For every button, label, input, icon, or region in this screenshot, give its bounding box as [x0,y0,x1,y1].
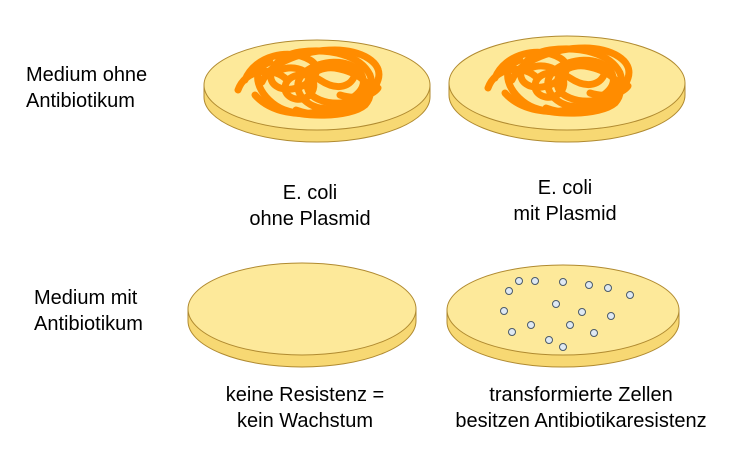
colony [552,300,560,308]
caption-top-left: E. coli ohne Plasmid [225,180,395,232]
caption-bottom-right: transformierte Zellen besitzen Antibioti… [422,382,740,434]
plate-top-right [448,35,686,143]
colony [508,328,516,336]
caption-top-right-line2: mit Plasmid [513,203,617,225]
colony [585,281,593,289]
plate-bottom-left [187,262,417,368]
row-label-with-antibiotic: Medium mit Antibiotikum [34,285,143,337]
row-label-with-antibiotic-line2: Antibiotikum [34,313,143,335]
colony [515,277,523,285]
plate-bottom-right-surface [446,264,680,356]
colony [626,291,634,299]
colony [590,329,598,337]
plate-top-left [203,39,431,143]
colony [559,343,567,351]
colony [566,321,574,329]
caption-bottom-right-line2: besitzen Antibiotikaresistenz [455,410,707,432]
row-label-no-antibiotic: Medium ohne Antibiotikum [26,62,147,114]
caption-top-left-line2: ohne Plasmid [249,208,371,230]
bacteria-lawn-top-right [484,44,633,117]
colony [545,336,553,344]
colony [527,321,535,329]
row-label-no-antibiotic-line2: Antibiotikum [26,90,135,112]
colony [607,312,615,320]
colony [578,308,586,316]
caption-top-right: E. coli mit Plasmid [480,175,650,227]
colonies-bottom-right [500,277,634,351]
caption-top-left-line1: E. coli [282,182,338,204]
colony [559,278,567,286]
colony [500,307,508,315]
plate-bottom-right [446,264,680,368]
bacteria-lawn-top-left [234,46,383,119]
caption-top-right-line1: E. coli [537,177,593,199]
plate-bottom-left-surface [187,262,417,356]
colony [531,277,539,285]
colony [505,287,513,295]
caption-bottom-right-line1: transformierte Zellen [489,384,673,406]
row-label-no-antibiotic-line1: Medium ohne [26,64,148,86]
caption-bottom-left-line2: kein Wachstum [237,410,373,432]
caption-bottom-left-line1: keine Resistenz = [225,384,385,406]
colony [604,284,612,292]
caption-bottom-left: keine Resistenz = kein Wachstum [195,382,415,434]
row-label-with-antibiotic-line1: Medium mit [34,287,138,309]
